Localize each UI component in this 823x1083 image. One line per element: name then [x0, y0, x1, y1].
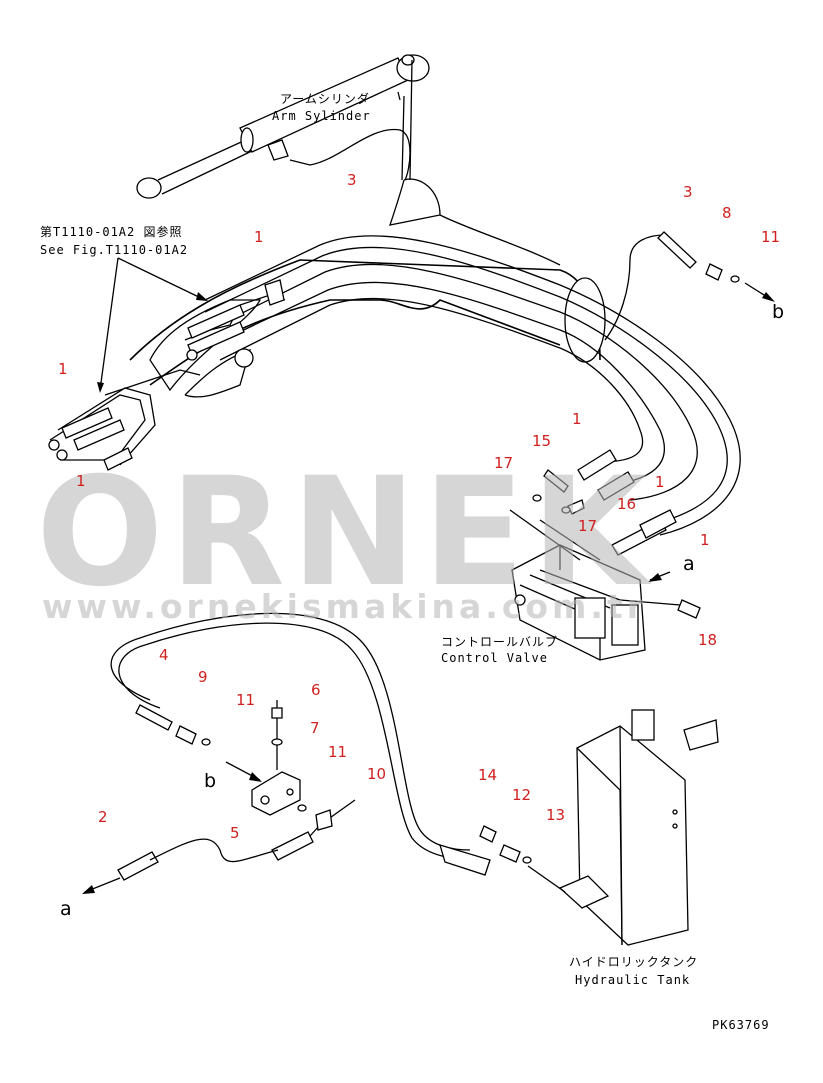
- callout-14: 14: [478, 766, 497, 784]
- callout-4: 4: [159, 646, 169, 664]
- arm-cylinder-label-jp: アームシリンダ: [280, 91, 370, 106]
- lower-hoses: [82, 612, 532, 894]
- connector-b-lower: b: [204, 770, 216, 792]
- connector-b-upper: b: [772, 301, 784, 323]
- callout-6: 6: [311, 681, 321, 699]
- callout-11-upper: 11: [761, 228, 780, 246]
- left-pipe-group: [48, 279, 286, 471]
- callout-17-left: 17: [494, 454, 513, 472]
- connector-a-upper: a: [683, 553, 695, 575]
- callout-18: 18: [698, 631, 717, 649]
- control-valve: [509, 449, 701, 661]
- drawing-code: PK63769: [712, 1018, 770, 1032]
- callout-12: 12: [512, 786, 531, 804]
- callout-11-lower-left: 11: [236, 691, 255, 709]
- watermark-url: www.ornekismakina.com.tr: [42, 587, 647, 626]
- see-fig-leaders: [97, 257, 208, 393]
- callout-1-left-lower: 1: [76, 472, 86, 490]
- callout-1-valve-right: 1: [700, 531, 710, 549]
- connector-a-lower: a: [60, 898, 72, 920]
- callout-9: 9: [198, 668, 208, 686]
- callout-13: 13: [546, 806, 565, 824]
- callout-5: 5: [230, 824, 240, 842]
- callout-17-right: 17: [578, 517, 597, 535]
- callout-3-upper-right: 3: [683, 183, 693, 201]
- control-valve-label-jp: コントロールバルブ: [441, 634, 558, 649]
- see-fig-label-en: See Fig.T1110-01A2: [40, 243, 188, 257]
- callout-16: 16: [617, 495, 636, 513]
- hydraulic-tank: [527, 709, 719, 946]
- callout-10: 10: [367, 765, 386, 783]
- control-valve-label-en: Control Valve: [441, 651, 548, 665]
- callout-11-lower-mid: 11: [328, 743, 347, 761]
- callout-15: 15: [532, 432, 551, 450]
- hydraulic-tank-label-jp: ハイドロリックタンク: [569, 955, 698, 969]
- callout-2: 2: [98, 808, 108, 826]
- upper-right-fittings: [657, 231, 775, 302]
- boom-pipes: [204, 128, 741, 536]
- callout-3-arm: 3: [347, 171, 357, 189]
- callout-1-valve-mid: 1: [655, 473, 665, 491]
- callout-1-left-upper: 1: [58, 360, 68, 378]
- see-fig-label-jp: 第T1110-01A2 図参照: [40, 224, 182, 239]
- callout-7: 7: [310, 719, 320, 737]
- watermark-brand: ORNEK: [36, 446, 653, 620]
- hydraulic-tank-label-en: Hydraulic Tank: [575, 973, 690, 987]
- callout-8: 8: [722, 204, 732, 222]
- callout-1-valve-top: 1: [572, 410, 582, 428]
- arm-cylinder-label-en: Arm Sylinder: [272, 109, 371, 123]
- boom: [129, 59, 606, 398]
- callout-1-boom: 1: [254, 228, 264, 246]
- arm-cylinder: [136, 54, 430, 199]
